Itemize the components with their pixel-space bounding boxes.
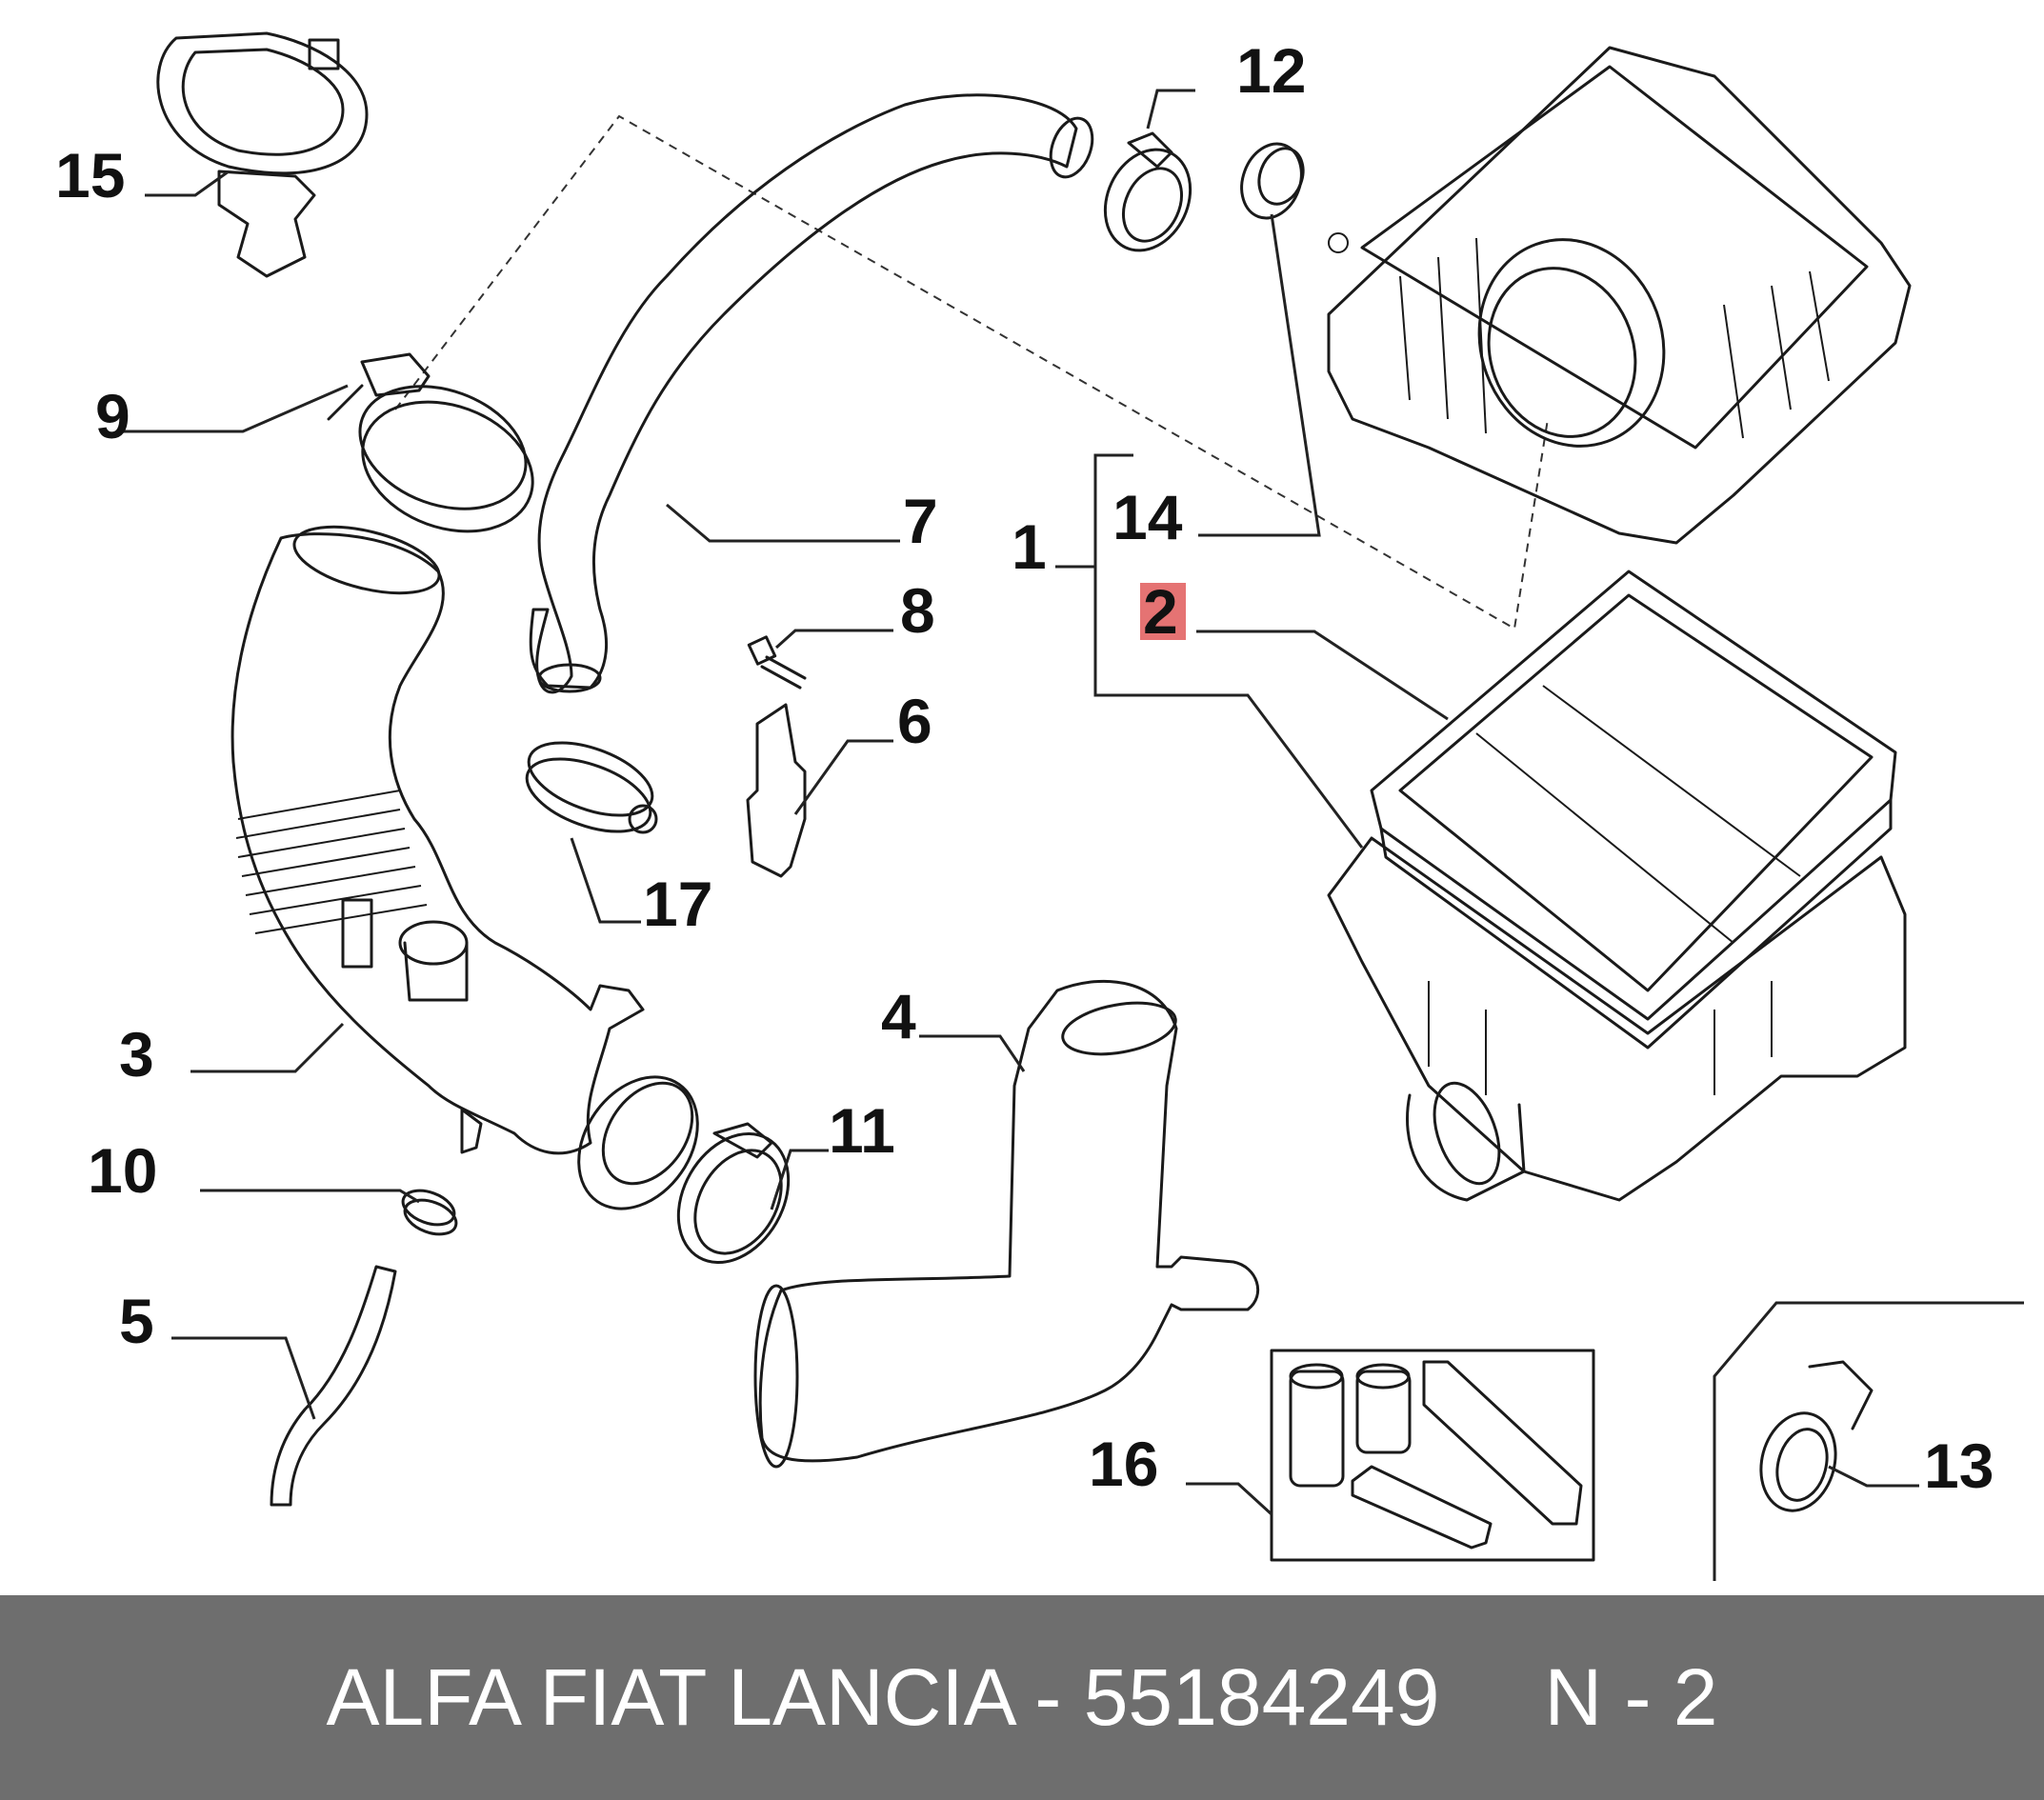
callout-16: 16: [1089, 1429, 1158, 1499]
callout-10: 10: [88, 1135, 157, 1206]
part-12-clamp: [1103, 131, 1192, 252]
callout-8: 8: [900, 575, 935, 646]
part-2-air-filter: [1370, 570, 1897, 1050]
airbox-cover: [1327, 46, 1912, 545]
airbox-base: [1327, 836, 1907, 1202]
part-10-clamp: [401, 1189, 458, 1236]
footer-title: ALFA FIAT LANCIA - 55184249: [326, 1652, 1440, 1742]
callout-1: 1: [1012, 511, 1047, 582]
part-13-clip: [1713, 1301, 2024, 1581]
part-9-clamp: [327, 352, 534, 533]
footer-bar: ALFA FIAT LANCIA - 55184249 N - 2: [0, 1595, 2044, 1800]
part-3-intake-duct: [230, 525, 699, 1210]
callout-15: 15: [55, 140, 125, 210]
part-6-bracket: [746, 703, 807, 878]
part-15-clip: [156, 31, 369, 278]
part-16-service-kit: [1270, 1349, 1595, 1562]
leader-lines: [122, 89, 1919, 1516]
part-8-bolt: [747, 635, 807, 690]
footer-code: N - 2: [1544, 1652, 1718, 1742]
callout-7: 7: [903, 486, 938, 556]
callout-11: 11: [829, 1095, 895, 1166]
callout-12: 12: [1236, 35, 1306, 106]
highlight-box: [1140, 583, 1186, 640]
assembly-guide-line: [394, 114, 1549, 630]
part-17-clamp: [525, 741, 658, 834]
parts-diagram: 15 9 12 7 1 14 2 8 6 17 3 4 11 10 5 16 1…: [55, 31, 2024, 1581]
callout-17: 17: [643, 869, 712, 939]
callout-6: 6: [897, 686, 932, 756]
callout-4: 4: [881, 981, 916, 1051]
callout-3: 3: [119, 1019, 154, 1090]
callout-13: 13: [1924, 1430, 1994, 1501]
part-4-elbow-hose: [753, 979, 1260, 1469]
part-14-grommet: [1240, 142, 1305, 220]
callout-14: 14: [1112, 482, 1183, 552]
callout-5: 5: [119, 1286, 154, 1356]
part-11-clamp: [676, 1122, 791, 1265]
part-5-hose: [270, 1265, 397, 1507]
callout-9: 9: [95, 381, 130, 451]
callout-2: 2: [1143, 576, 1178, 647]
part-7-hose: [529, 93, 1094, 694]
